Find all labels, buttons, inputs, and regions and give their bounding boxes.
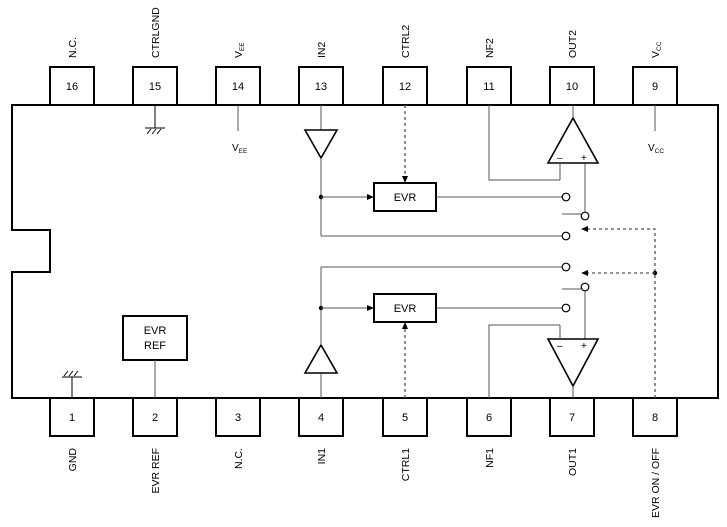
pin-1-number: 1 [69,412,75,424]
ctrl1-arrow [402,322,408,329]
switch-bottom-contact-b [561,303,571,313]
pin-4-number: 4 [318,412,324,424]
pin-8-number: 8 [652,412,658,424]
gnd-symbol [62,370,82,398]
nf1-wire [488,324,560,398]
pin-7-number: 7 [569,412,575,424]
amp-bottom-minus-sign: – [557,341,563,352]
evr-top-label: EVR [394,192,417,204]
pin-4-box [298,397,344,437]
ctrl2-arrow [402,176,408,183]
pin-14-number: 14 [232,81,244,93]
evr-ref-label-line1: EVR [144,325,167,337]
switch-bottom-pivot [580,282,590,292]
pin-10-label: OUT2 [567,30,579,58]
in1-buffer-triangle [303,343,339,374]
pin-15: 15 CTRLGND [132,7,178,106]
evr-on-off-dashed-top [587,228,656,398]
ctrl-ground-symbol [145,105,165,135]
evr-on-off-arrow-bottom [581,270,588,276]
pin-16-number: 16 [66,81,78,93]
vee-internal-label: VEE [232,143,248,155]
pin-3-label: N.C. [233,448,245,469]
pin-3-number: 3 [235,412,241,424]
evr-ref-label-line2: REF [144,340,166,352]
pin-5-box [382,397,428,437]
evr-ref-block [122,315,188,361]
pin-10: 10 OUT2 [549,30,595,106]
pin-6-number: 6 [486,412,492,424]
in2-to-evr-arrow [367,194,374,200]
pin-8-label: EVR ON / OFF [650,448,662,518]
pin-15-number: 15 [149,81,161,93]
pin-16-label: N.C. [67,37,79,58]
pin-2-box [132,397,178,437]
amp-bottom-triangle [546,338,600,388]
pin-9-label: VCC [650,41,663,58]
pin-1-box [49,397,95,437]
amp-top-plus-sign: + [581,153,587,164]
pin-2-label: EVR REF [150,448,162,494]
amp-top-triangle [546,116,600,164]
amp-bottom-plus-sign: + [581,341,587,352]
pin-4-label: IN1 [316,448,328,465]
pin-6-label: NF1 [484,448,496,468]
vcc-internal-label: VCC [648,143,664,155]
pin-11-label: NF2 [484,38,496,58]
pin-16: 16 N.C. [49,37,95,106]
pin-12: 12 CTRL2 [382,25,428,106]
pin-3-box [215,397,261,437]
top-pin-row: 16 N.C. 15 CTRLGND 14 VEE 13 IN2 12 CTRL2 11 NF2 10 O… [49,7,678,106]
pin-13: 13 IN2 [298,42,344,106]
pin-11: 11 NF2 [466,38,512,106]
pin-14: 14 VEE [215,42,261,106]
pin-13-number: 13 [315,81,327,93]
pin-7-box [549,397,595,437]
evr-on-off-arrow-top [581,226,588,232]
pin-16-box [49,66,95,106]
nf2-wire [488,105,560,181]
amp-top-minus-sign: – [557,153,563,164]
pin-13-box [298,66,344,106]
pin-10-box [549,66,595,106]
pin-14-label: VEE [233,42,246,58]
pin-1-label: GND [67,448,79,472]
pin-12-number: 12 [399,81,411,93]
in1-to-evr-arrow [367,305,374,311]
in2-buffer-triangle [303,129,339,160]
pin-2-number: 2 [152,412,158,424]
pin-11-box [466,66,512,106]
pin-9-number: 9 [652,81,658,93]
switch-top-contact-b [561,231,571,241]
pin-9: 9 VCC [632,41,678,106]
pin-7-label: OUT1 [567,448,579,476]
pin-9-box [632,66,678,106]
chip-body [11,104,719,399]
pin-15-label: CTRLGND [150,7,162,58]
evr-bottom-block [373,293,437,323]
switch-top-contact-a [561,192,571,202]
switch-bottom-contact-a [561,262,571,272]
pin-10-number: 10 [566,81,578,93]
pin-13-label: IN2 [316,42,328,59]
pin-12-label: CTRL2 [400,25,412,58]
evr-bottom-label: EVR [394,303,417,315]
pin-3: 3N.C. [215,397,261,469]
pin-5-number: 5 [402,412,408,424]
pin-5-label: CTRL1 [400,448,412,481]
switch-top-pivot [580,211,590,221]
pin-11-number: 11 [483,81,494,93]
